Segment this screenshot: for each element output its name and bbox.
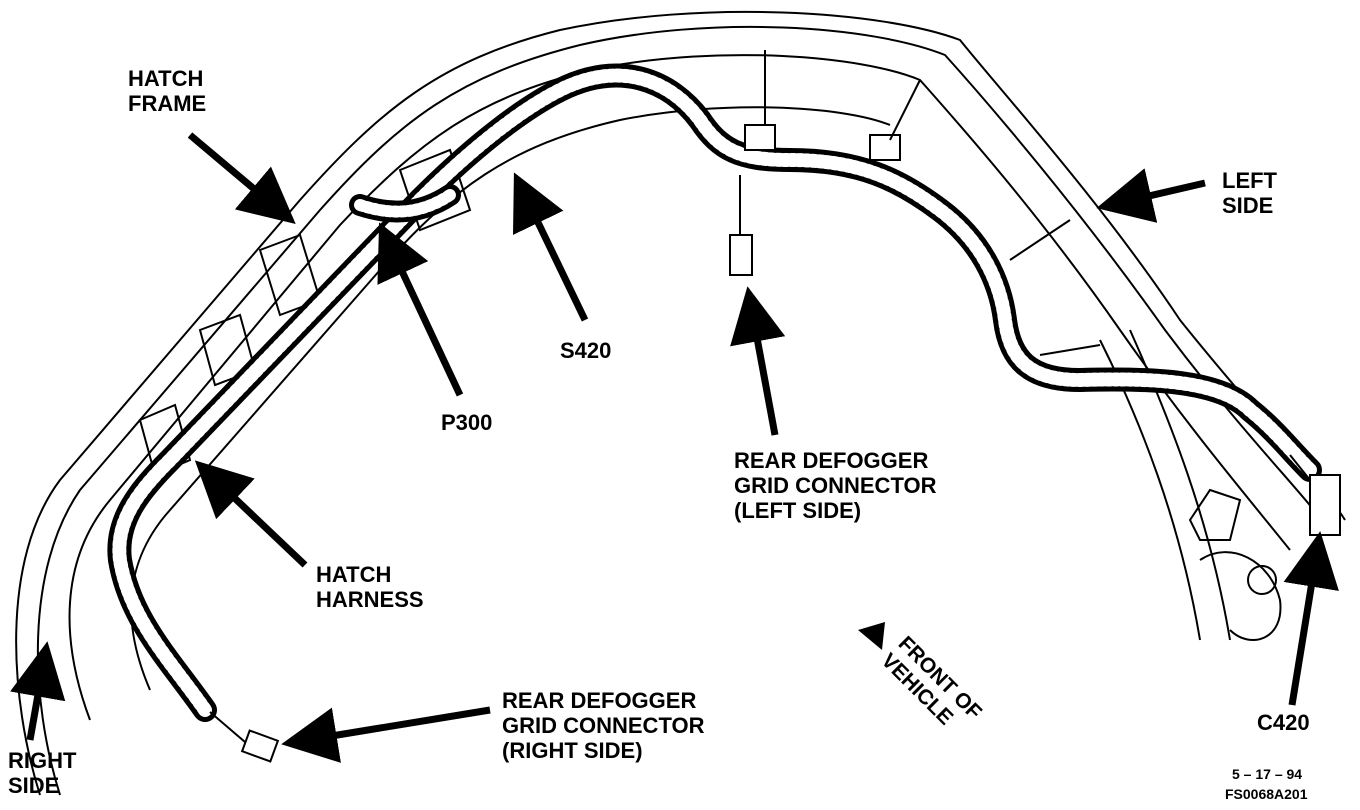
c420-label: C420	[1257, 710, 1310, 735]
leader-arrows	[10, 132, 1339, 763]
p300-label: P300	[441, 410, 493, 435]
hatch-harness-tube	[107, 63, 1322, 722]
diagram-code: FS0068A201	[1225, 786, 1308, 802]
front-arrow-icon	[858, 622, 885, 650]
s420-label: S420	[560, 338, 612, 363]
left-grid-connector	[729, 234, 753, 276]
right-grid-connector	[240, 729, 280, 763]
diagram-date: 5 – 17 – 94	[1232, 766, 1303, 782]
c420-connector	[1309, 474, 1341, 536]
connectors	[209, 50, 1341, 763]
